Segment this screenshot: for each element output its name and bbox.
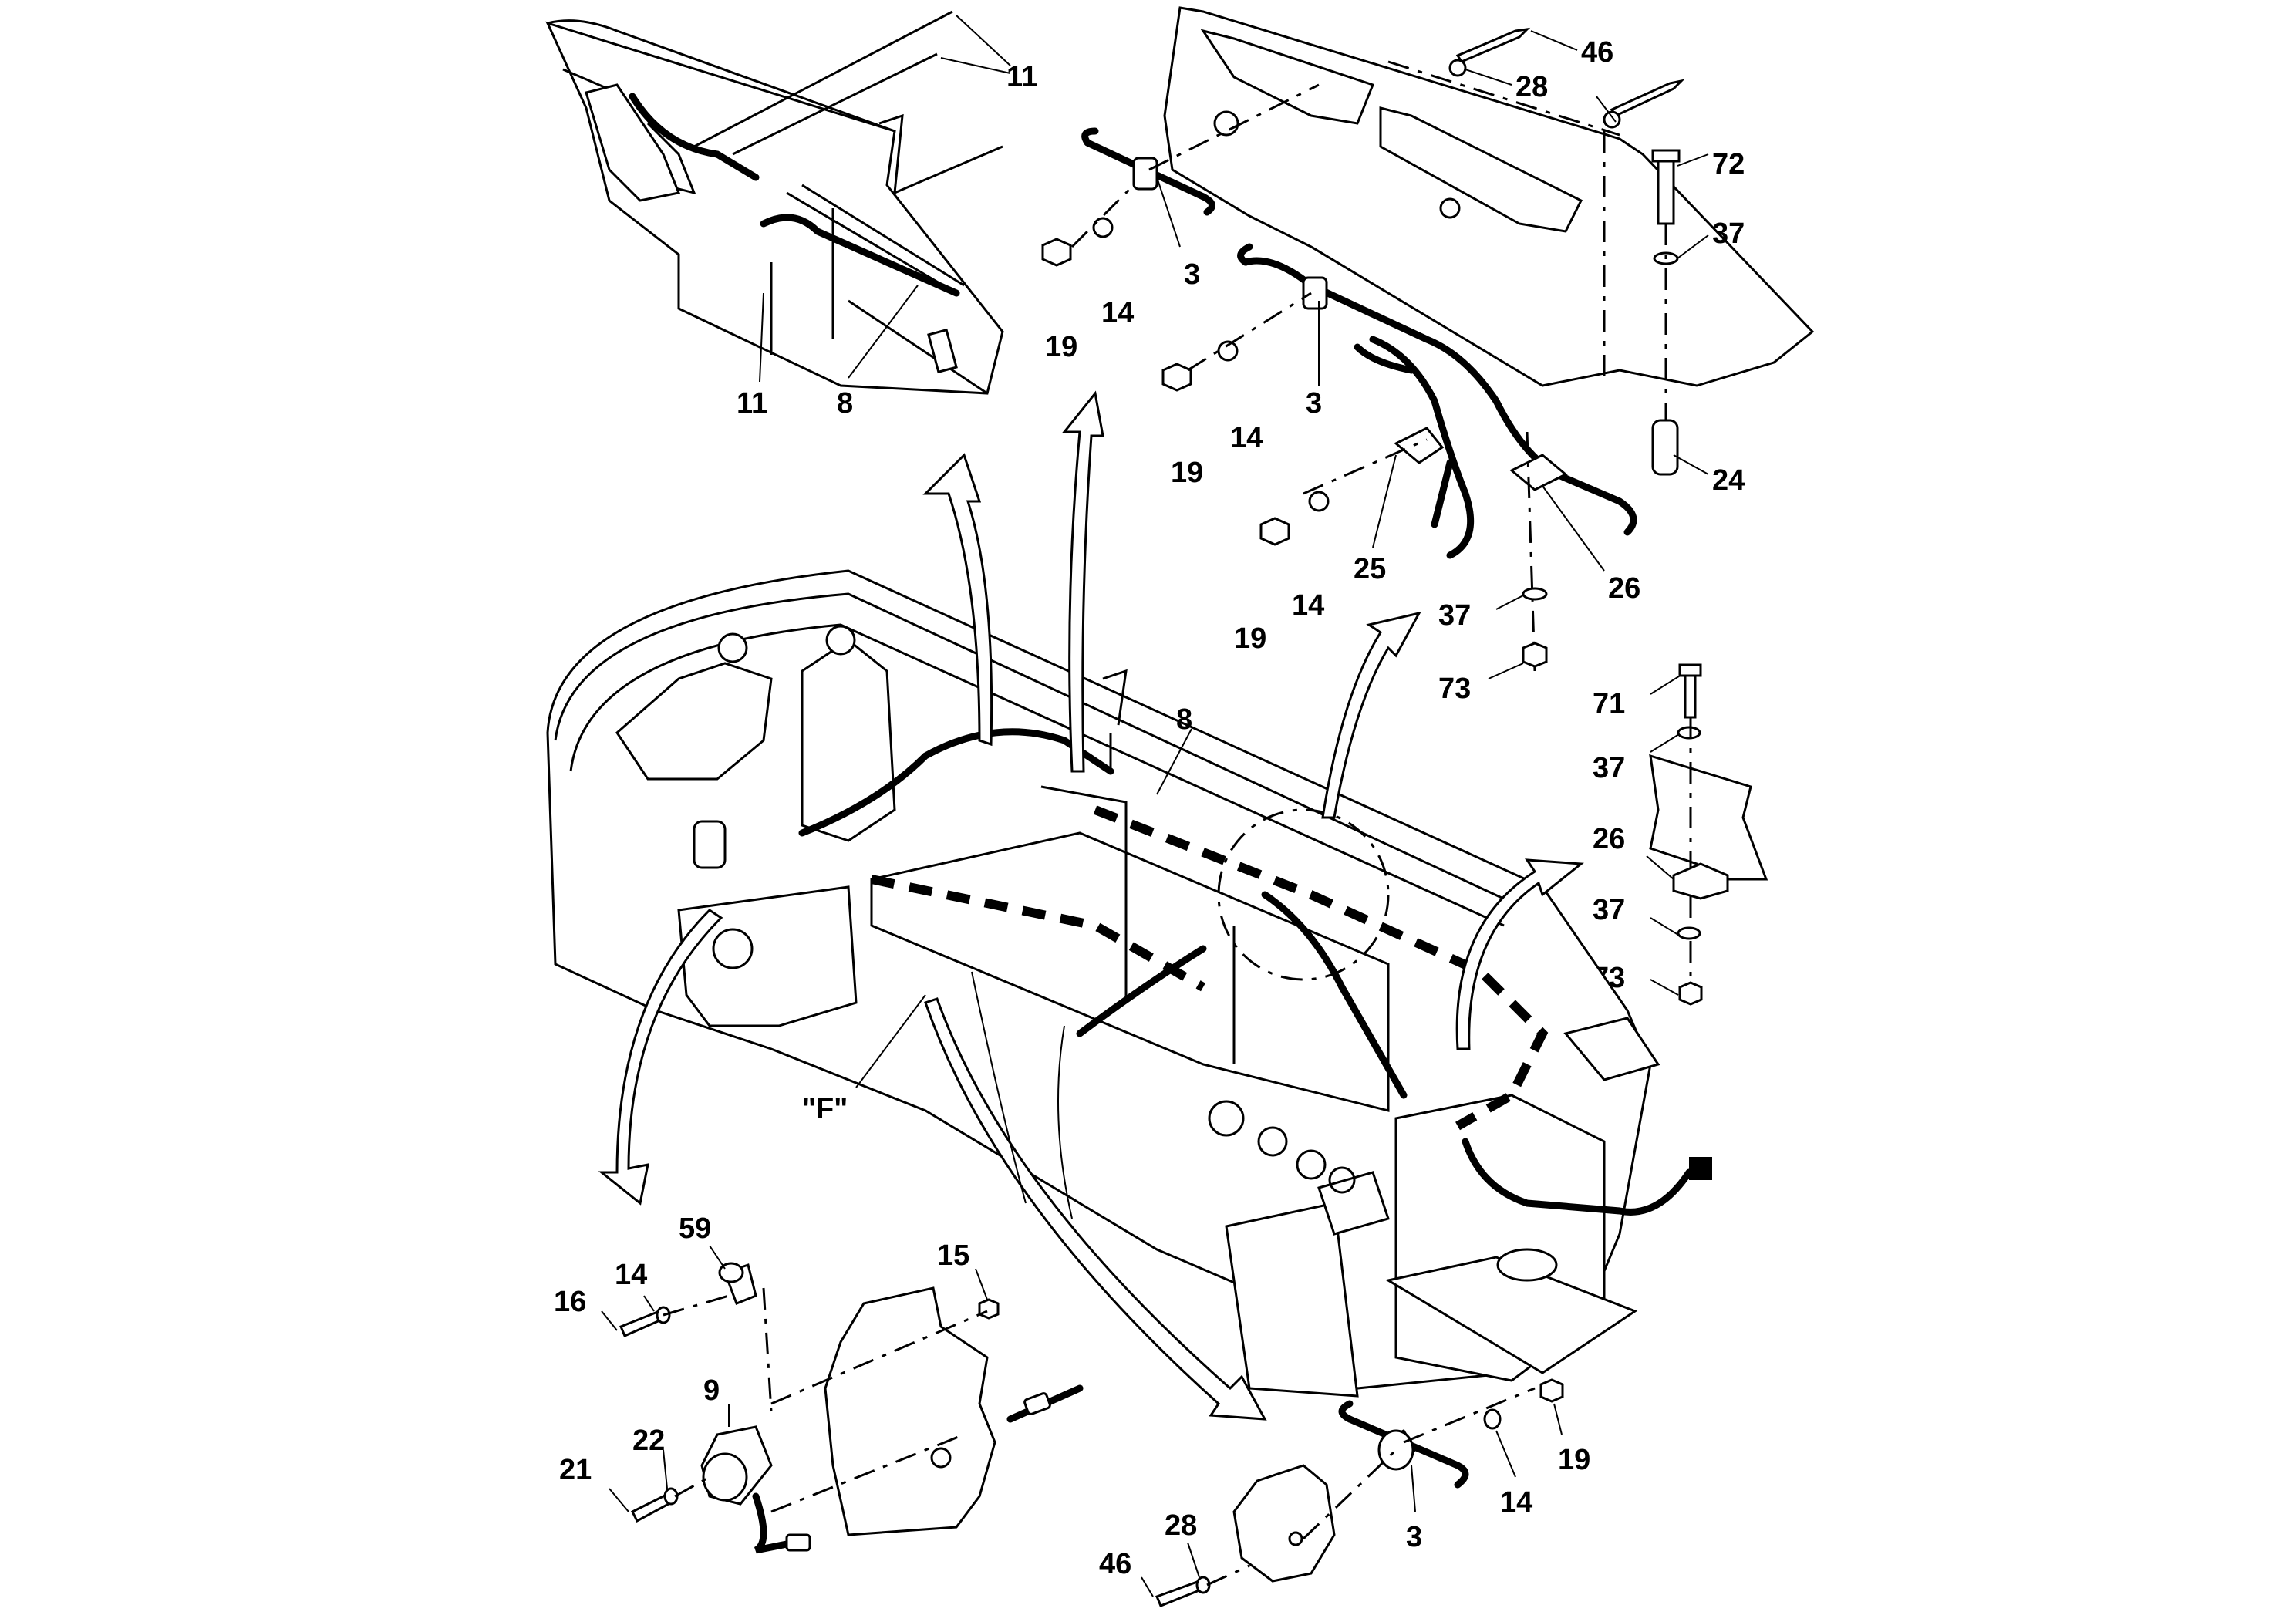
bolt-72: [1657, 153, 1675, 225]
label-46-top: 46: [1581, 36, 1613, 69]
mount-plate: [824, 1286, 996, 1536]
label-11-lower: 11: [737, 387, 767, 420]
arrow-to-clamp: [924, 997, 1267, 1421]
label-14-lower: 14: [1292, 589, 1324, 622]
clamp-25: [1394, 427, 1445, 464]
label-26-right: 26: [1593, 823, 1625, 855]
label-14-upper: 14: [1101, 297, 1134, 329]
arrow-to-top-left: [922, 453, 993, 747]
label-19-bottom: 19: [1558, 1444, 1590, 1476]
label-24: 24: [1712, 464, 1745, 497]
label-11-upper: 11: [1006, 61, 1037, 93]
clamp-26: [1509, 454, 1568, 491]
label-37-r2: 37: [1593, 894, 1625, 926]
nut-19: [1041, 238, 1072, 267]
detail-bottom-right: 3 14 19 28 46: [1099, 1378, 1590, 1607]
label-19-lower: 19: [1234, 622, 1266, 655]
label-72: 72: [1712, 148, 1745, 180]
label-22: 22: [632, 1425, 665, 1457]
label-71: 71: [1593, 688, 1625, 720]
label-28-top: 28: [1515, 71, 1548, 103]
label-8-main: 8: [1176, 703, 1192, 736]
callout-arrows: [598, 390, 1584, 1421]
detail-top-left: 11 11 8: [545, 10, 1037, 420]
label-3-bottom: 3: [1406, 1521, 1422, 1553]
bolt-46: [1455, 27, 1531, 63]
label-14-sensor: 14: [615, 1259, 647, 1291]
label-59: 59: [679, 1212, 711, 1245]
bolt-11-upper: [693, 10, 953, 148]
label-73-upper: 73: [1438, 673, 1471, 705]
label-37-lower: 37: [1438, 599, 1471, 632]
bolt-71: [1684, 673, 1697, 719]
label-14-bottom: 14: [1500, 1486, 1532, 1519]
arrow-to-right-stack: [1455, 858, 1584, 1050]
nut-73: [1522, 642, 1548, 668]
nut-19-bottom: [1539, 1378, 1564, 1403]
nut-15: [978, 1298, 1000, 1320]
label-16: 16: [554, 1286, 586, 1318]
label-14-middle: 14: [1230, 422, 1263, 454]
label-15: 15: [937, 1239, 969, 1272]
label-3-upper: 3: [1184, 258, 1200, 291]
spacer-24: [1651, 419, 1679, 476]
label-3-middle: 3: [1306, 387, 1322, 420]
detail-top-right: 3 14 19 3 14 19 25 26 14 19: [1041, 6, 1815, 705]
label-26-upper: 26: [1608, 572, 1640, 605]
detail-circle: [1217, 808, 1390, 981]
clamp-plate: [1232, 1464, 1336, 1583]
main-frame: 8 "F": [546, 569, 1712, 1398]
arrow-to-sensor: [598, 909, 723, 1206]
arrow-to-top-right: [1061, 390, 1104, 773]
label-19-middle: 19: [1171, 457, 1203, 489]
washer-14: [1092, 217, 1114, 238]
label-19-upper: 19: [1045, 331, 1077, 363]
label-37-upper: 37: [1712, 218, 1745, 250]
label-25: 25: [1354, 553, 1386, 585]
label-21: 21: [559, 1454, 592, 1486]
label-9: 9: [703, 1374, 720, 1407]
connector-block: [1689, 1157, 1712, 1180]
washer-14-bottom: [1483, 1408, 1502, 1430]
detail-right-stack: 71 37 26 37 73: [1593, 663, 1768, 1006]
label-F: "F": [802, 1093, 848, 1125]
clamp-26-side: [1672, 862, 1729, 900]
label-46-bottom: 46: [1099, 1548, 1131, 1580]
arrow-to-detail-circle: [1321, 611, 1421, 819]
label-37-r1: 37: [1593, 752, 1625, 784]
label-8-top: 8: [837, 387, 853, 420]
label-28-bottom: 28: [1165, 1509, 1197, 1542]
detail-bottom-left: 15 9 59 14 16 22 21: [554, 1212, 1084, 1554]
